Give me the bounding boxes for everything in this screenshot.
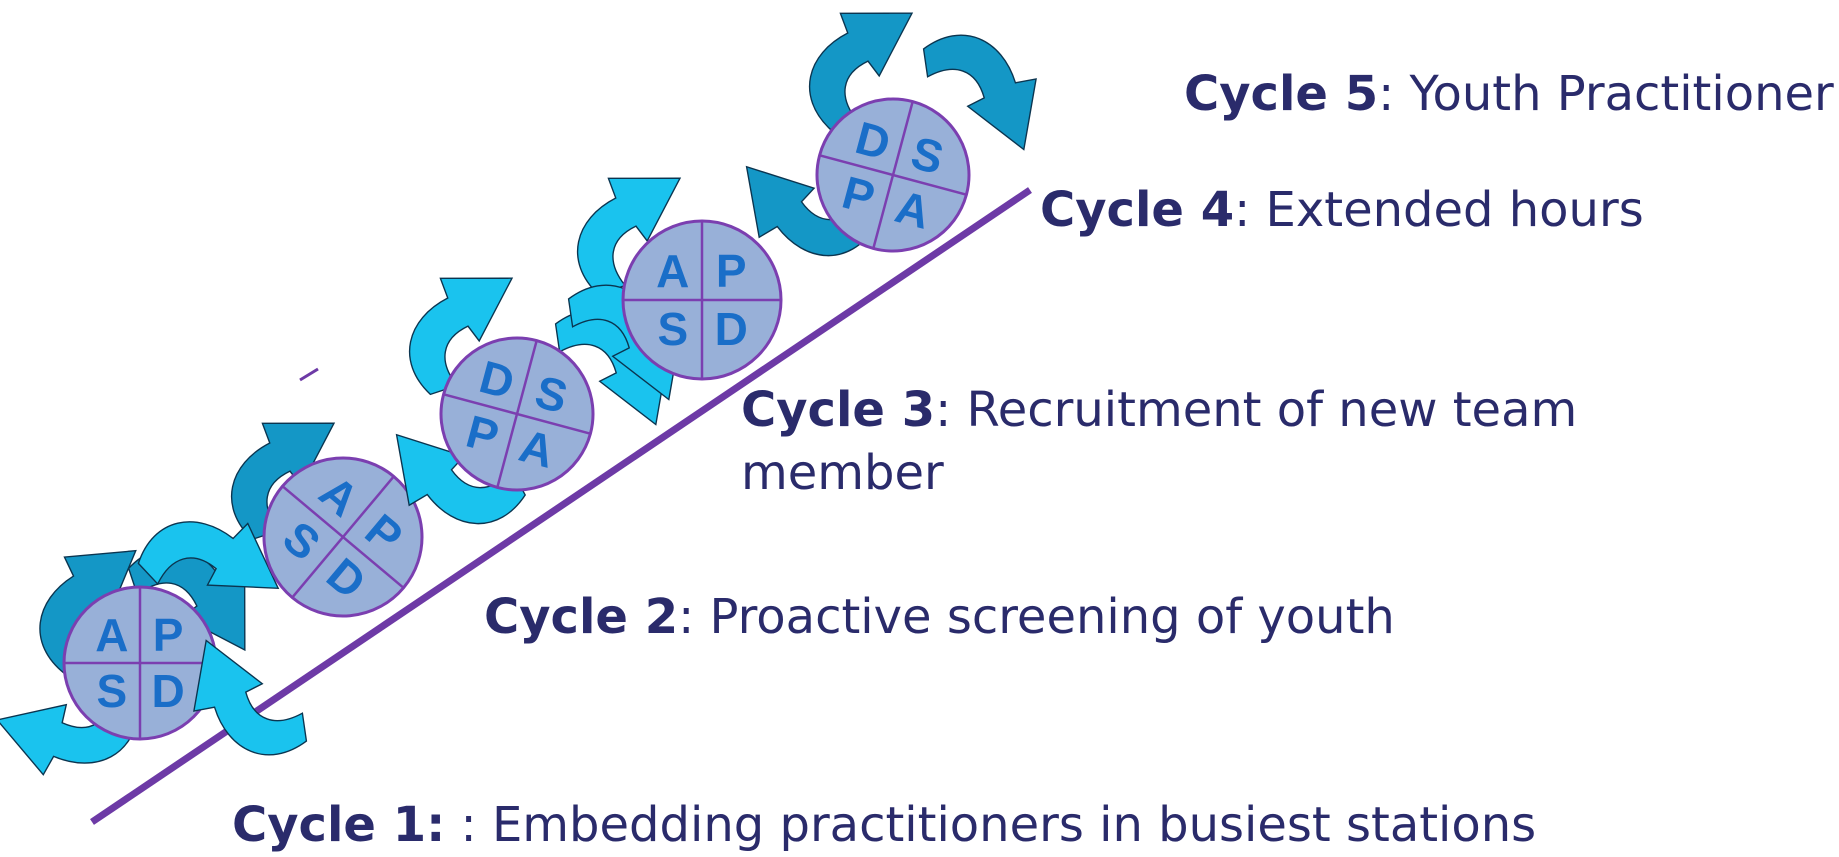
- cycle-2-divider-2: [291, 475, 395, 599]
- cycle-3-text-cont: member: [741, 445, 944, 501]
- cycle-1-letter-s: S: [97, 665, 128, 717]
- cycle-4-letter-a: A: [656, 245, 689, 297]
- cycle-1-letter-a: A: [95, 609, 128, 661]
- cycle-1-letter-p: P: [153, 609, 184, 661]
- cycle-3-head: Cycle 3: [741, 382, 936, 438]
- cycle-5-text: : Youth Practitioner: [1378, 66, 1834, 122]
- cycle-5-divider-2: [872, 101, 914, 249]
- cycle-1-head: Cycle 1:: [232, 797, 446, 853]
- cycle-2-label: Cycle 2: Proactive screening of youth: [484, 585, 1395, 649]
- cycle-4-letter-s: S: [657, 303, 688, 355]
- cycle-4-letter-p: P: [716, 245, 747, 297]
- cycle-1-letter-d: D: [152, 665, 185, 717]
- cycle-4-label: Cycle 4: Extended hours: [1040, 178, 1644, 242]
- cycle-3-divider-2: [496, 340, 538, 488]
- cycle-3-text: : Recruitment of new team: [935, 382, 1578, 438]
- cycle-2-head: Cycle 2: [484, 589, 679, 645]
- cycle-3-label: Cycle 3: Recruitment of new team: [741, 378, 1577, 442]
- cycle-4-letter-d: D: [715, 303, 748, 355]
- cycle-1-label: Cycle 1: : Embedding practitioners in bu…: [232, 793, 1536, 857]
- cycle-4-text: : Extended hours: [1234, 182, 1644, 238]
- cycle-2-text: : Proactive screening of youth: [678, 589, 1395, 645]
- stray-mark: [299, 367, 319, 382]
- cycle-4-head: Cycle 4: [1040, 182, 1235, 238]
- cycle-5-label: Cycle 5: Youth Practitioner: [1184, 62, 1834, 126]
- cycle-3-label-cont: member: [741, 441, 944, 505]
- cycle-5-head: Cycle 5: [1184, 66, 1379, 122]
- cycle-1-text: : Embedding practitioners in busiest sta…: [445, 797, 1537, 853]
